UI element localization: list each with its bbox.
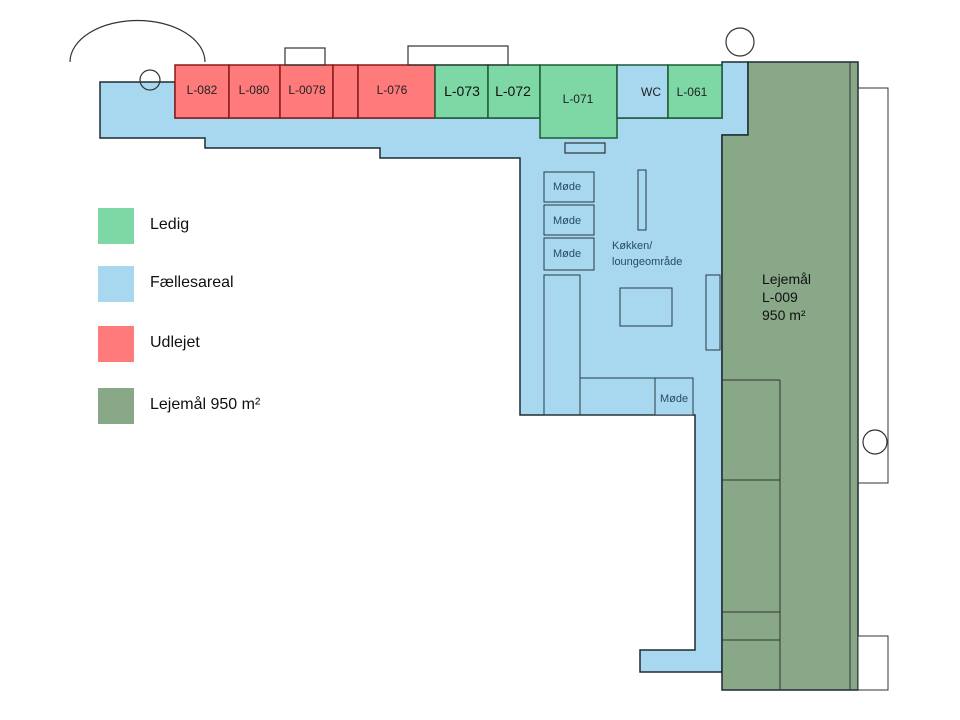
- legend-label: Fællesareal: [150, 274, 234, 291]
- room-label: L-076: [377, 83, 408, 97]
- terrace-arc: [69, 19, 206, 63]
- room-l0078[interactable]: [279, 64, 334, 119]
- legend-swatch: [98, 388, 134, 424]
- room-wc[interactable]: [616, 64, 669, 119]
- lease-area-l009: [721, 61, 859, 691]
- room-label: L-071: [563, 92, 594, 106]
- meeting-room-2[interactable]: [543, 204, 595, 236]
- room-label: L-080: [239, 83, 270, 97]
- common-area: [99, 61, 749, 673]
- lease-label: L-009: [762, 289, 798, 305]
- storage: [543, 274, 581, 416]
- legend-item-lejemaal: Lejemål 950 m²: [98, 388, 398, 426]
- legend-label: Lejemål 950 m²: [150, 396, 261, 413]
- room-label: L-072: [495, 83, 531, 99]
- room-unnamed[interactable]: [332, 64, 359, 119]
- lease-walls: [722, 62, 851, 690]
- room-l061[interactable]: [667, 64, 723, 119]
- meeting-label: Møde: [553, 248, 581, 260]
- lounge-table: [619, 287, 673, 327]
- stairs-corridor: [564, 142, 606, 154]
- meeting-label: Møde: [553, 215, 581, 227]
- balcony: [857, 87, 889, 484]
- room-label: L-073: [444, 83, 480, 99]
- room-label: L-0078: [288, 83, 326, 97]
- kitchen-label: Køkken/: [612, 240, 653, 252]
- spiral-stair-icon-2: [862, 429, 888, 455]
- legend-item-udlejet: Udlejet: [98, 326, 398, 364]
- stair-bottom: [857, 635, 889, 691]
- meeting-room-4[interactable]: [654, 377, 694, 416]
- meeting-room-1[interactable]: [543, 171, 595, 203]
- meeting-label: Møde: [553, 181, 581, 193]
- legend-label: Ledig: [150, 216, 190, 233]
- room-l082[interactable]: [174, 64, 230, 119]
- room-label: WC: [641, 85, 661, 99]
- room-label: L-082: [187, 83, 218, 97]
- legend-swatch: [98, 326, 134, 362]
- legend-label: Udlejet: [150, 334, 200, 351]
- balcony-small: [284, 47, 326, 66]
- skylight-icon: [139, 69, 161, 91]
- balcony-top: [407, 45, 509, 66]
- kitchen-label: loungeområde: [612, 256, 682, 268]
- kitchen-counter: [637, 169, 647, 231]
- room-l080[interactable]: [228, 64, 281, 119]
- legend-item-ledig: Ledig: [98, 208, 398, 246]
- stairs-inner: [705, 274, 721, 351]
- meeting-room-3[interactable]: [543, 237, 595, 271]
- legend-swatch: [98, 208, 134, 244]
- storage-2: [579, 377, 656, 416]
- room-label: L-061: [677, 85, 708, 99]
- spiral-stair-icon: [725, 27, 755, 57]
- lease-label: 950 m²: [762, 307, 806, 323]
- lease-label: Lejemål: [762, 271, 811, 287]
- legend-swatch: [98, 266, 134, 302]
- room-l072[interactable]: [487, 64, 541, 119]
- legend-item-faellesareal: Fællesareal: [98, 266, 398, 304]
- meeting-label: Møde: [660, 393, 688, 405]
